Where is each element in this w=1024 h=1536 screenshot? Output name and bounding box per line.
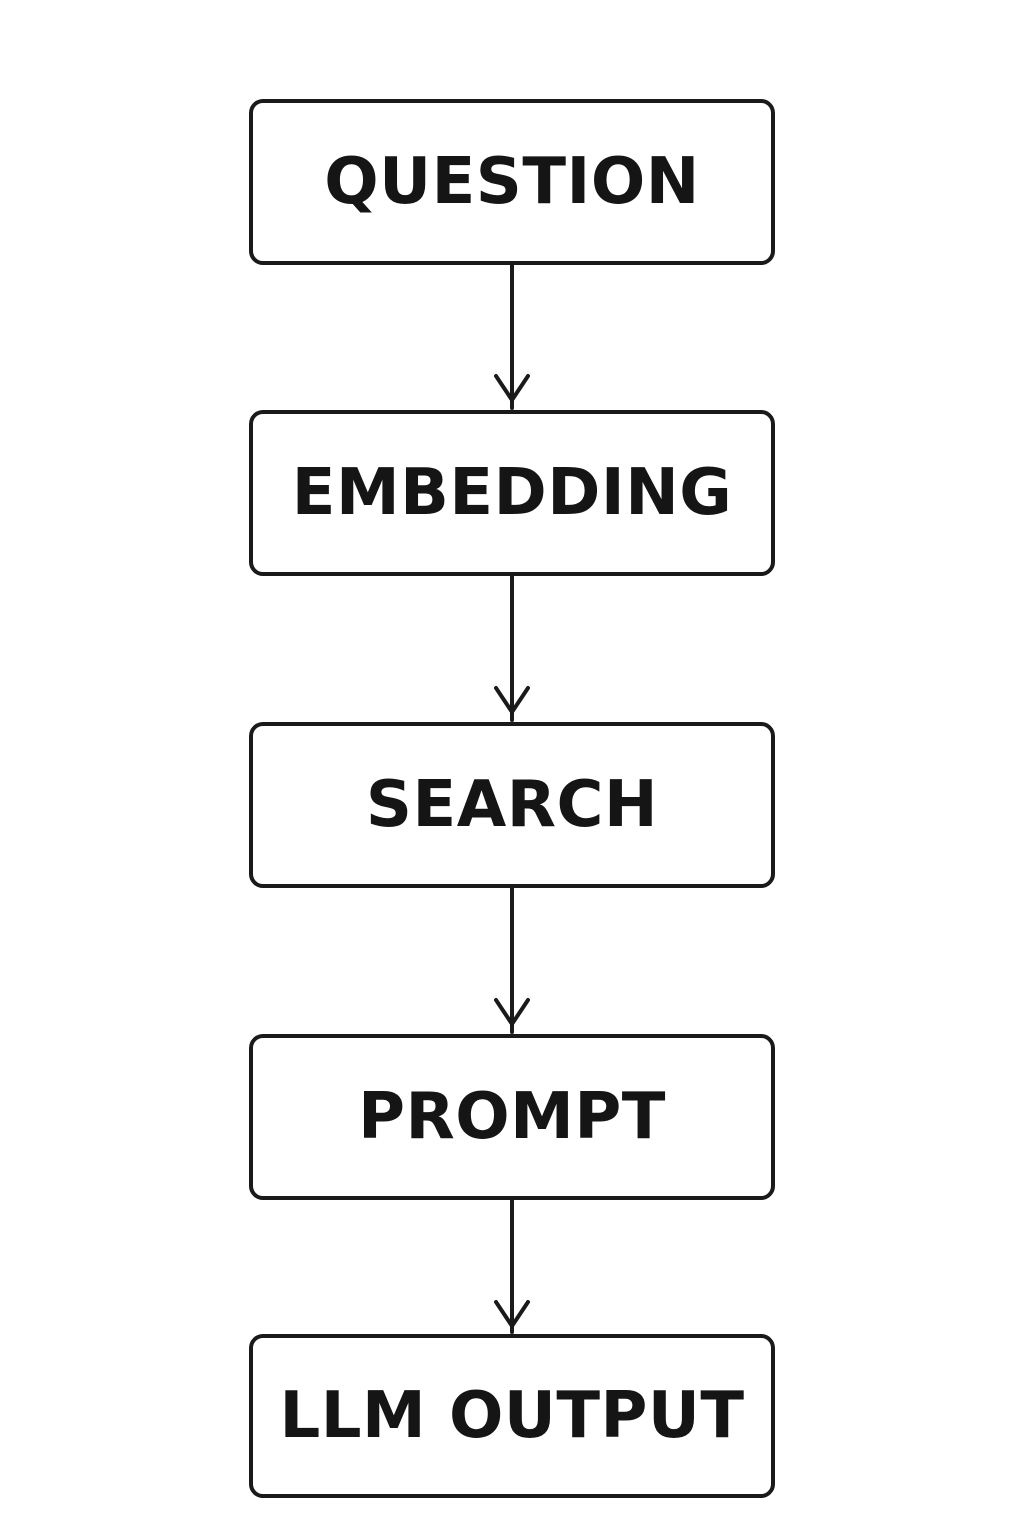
arrow-embedding-to-search — [494, 574, 530, 722]
arrow-search-to-prompt — [494, 886, 530, 1034]
node-label-prompt: PROMPT — [358, 1080, 666, 1154]
node-search: SEARCH — [249, 722, 775, 888]
arrow-question-to-embedding — [494, 263, 530, 410]
node-label-embedding: EMBEDDING — [291, 456, 733, 530]
arrow-prompt-to-llm-output — [494, 1198, 530, 1334]
node-label-question: QUESTION — [324, 145, 700, 219]
node-question: QUESTION — [249, 99, 775, 265]
node-label-llm-output: LLM OUTPUT — [279, 1379, 745, 1453]
node-embedding: EMBEDDING — [249, 410, 775, 576]
node-label-search: SEARCH — [365, 768, 659, 842]
node-prompt: PROMPT — [249, 1034, 775, 1200]
node-llm-output: LLM OUTPUT — [249, 1334, 775, 1498]
